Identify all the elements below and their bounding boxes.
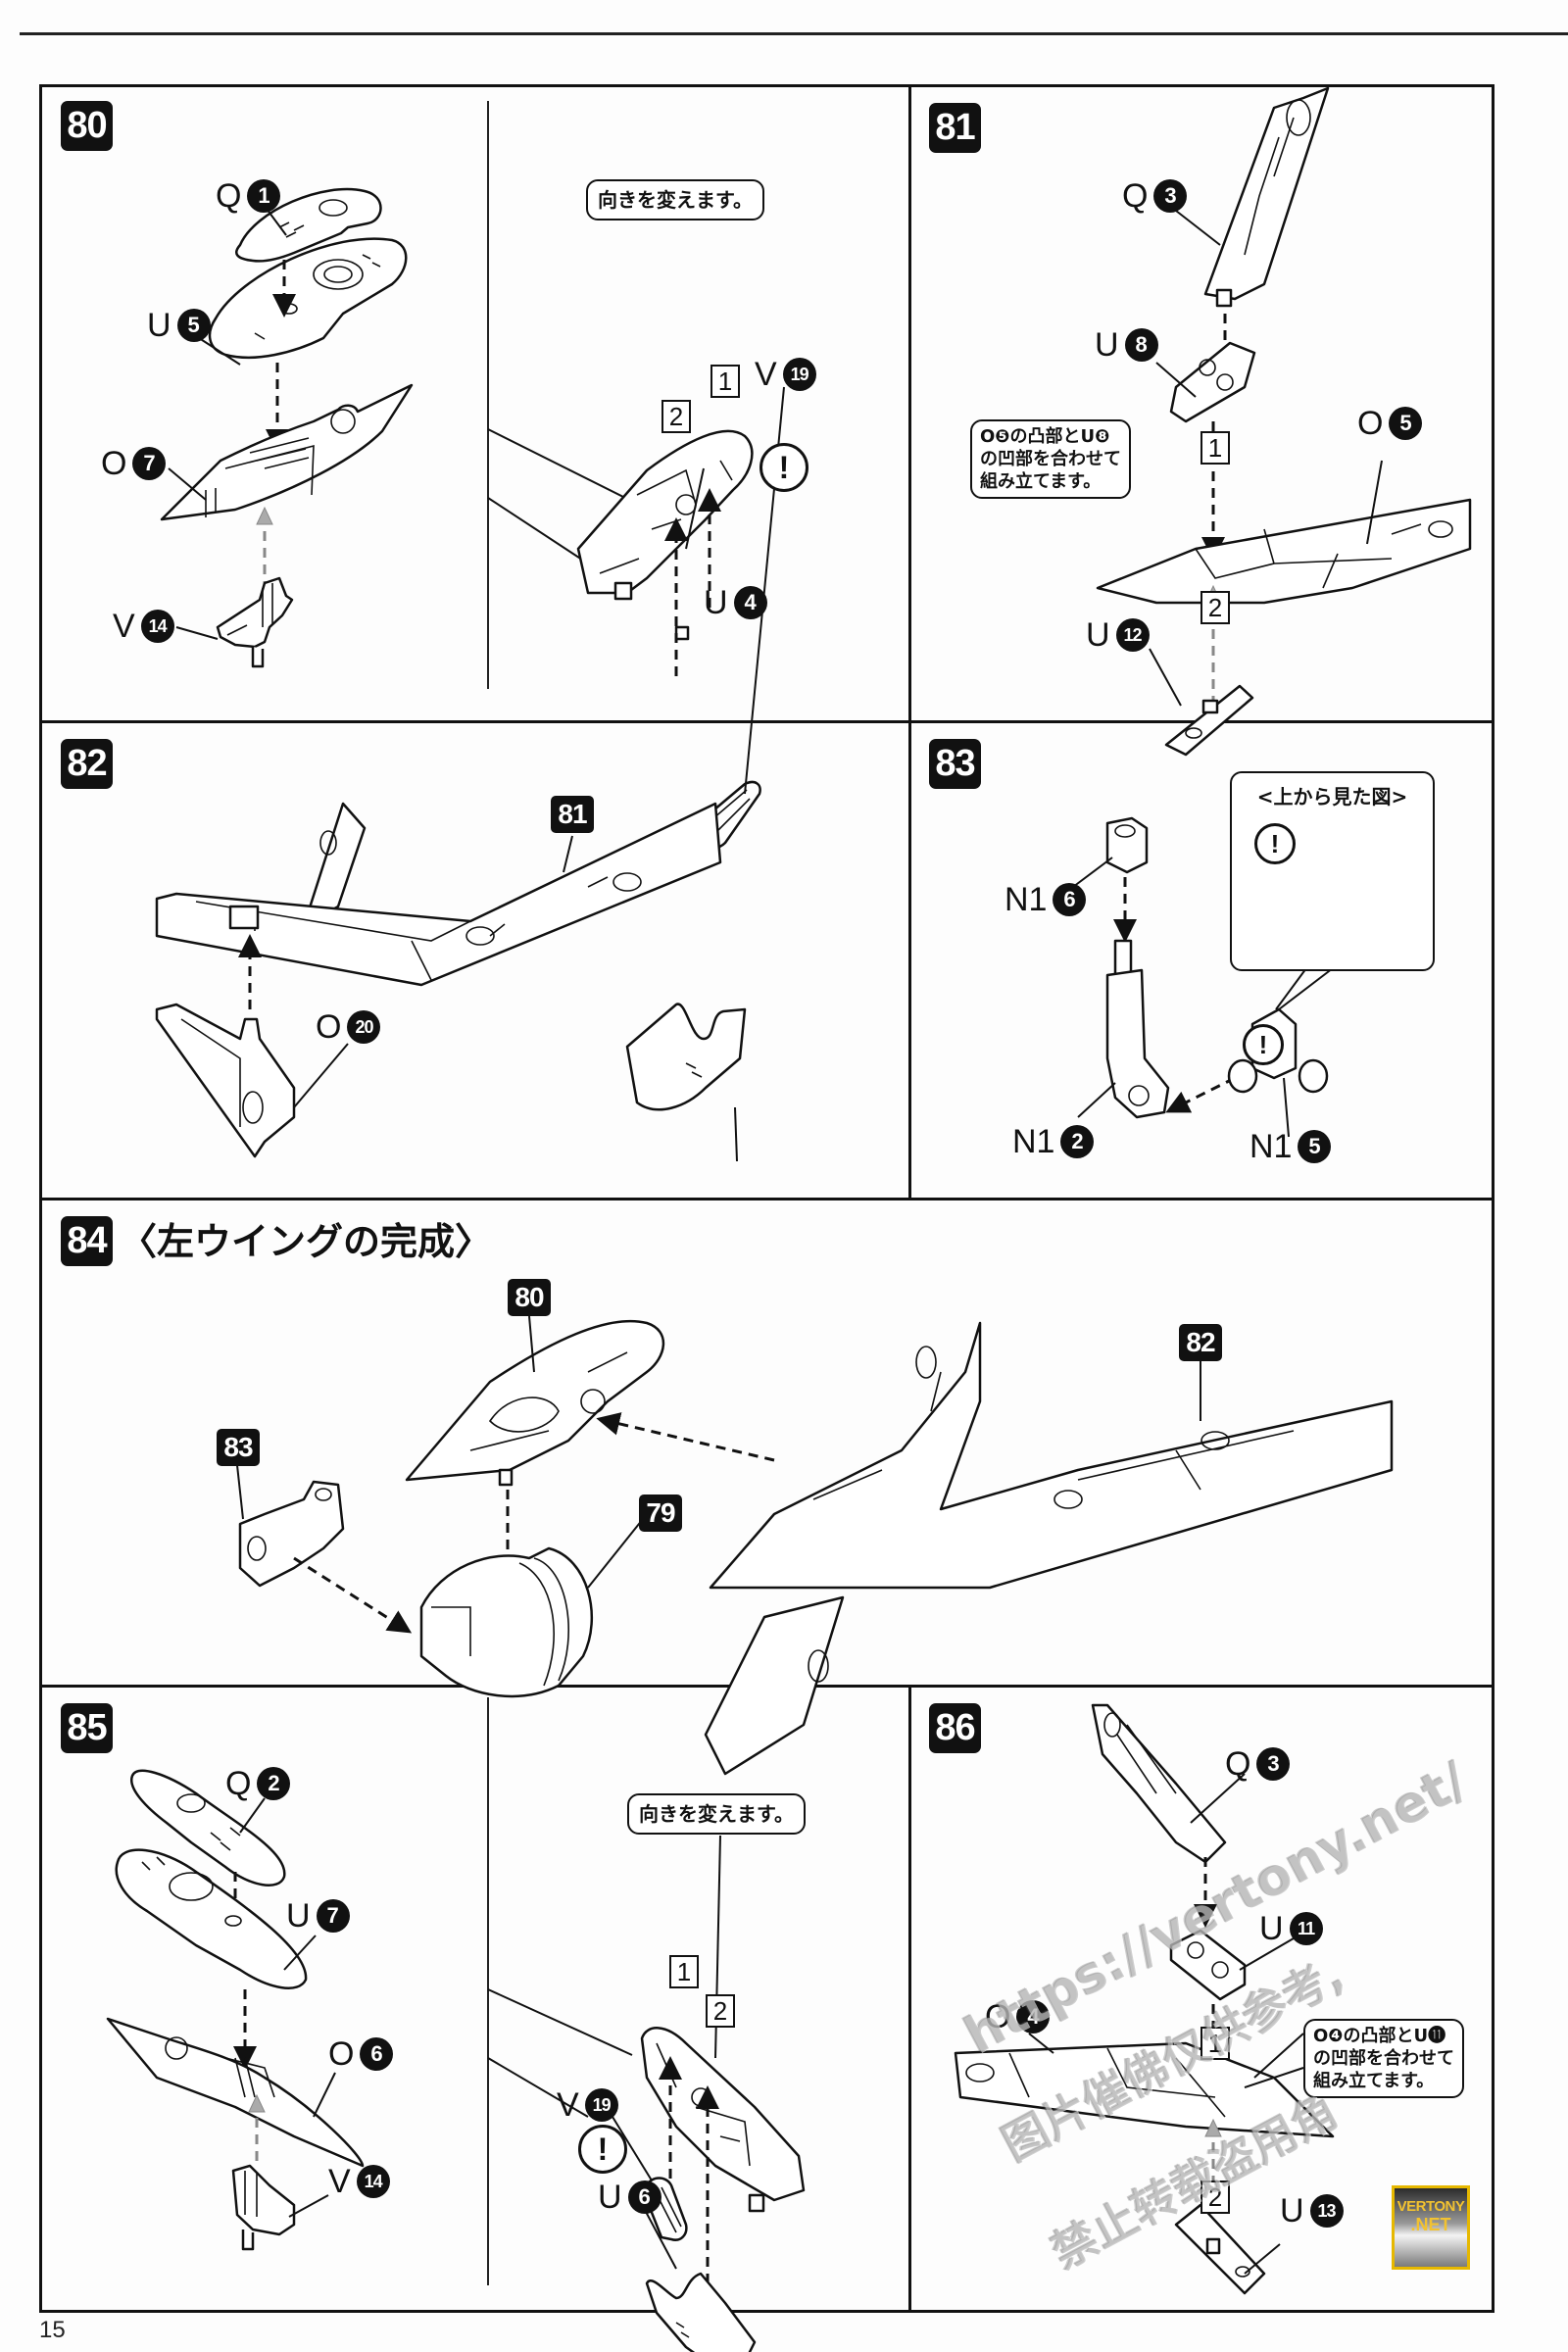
order-box-2-85: 2 [706,1994,735,2028]
caution-icon-80: ! [760,443,808,492]
order-box-2-86: 2 [1200,2180,1230,2214]
row-divider-3 [39,1685,1494,1688]
step-badge-83: 83 [929,739,981,789]
row-divider-1 [39,720,1494,723]
top-view-inset: <上から見た図> [1230,771,1435,971]
step-badge-80: 80 [61,101,113,151]
logo-line-2: .NET [1410,2215,1451,2234]
order-box-1-85: 1 [669,1955,699,1988]
col-divider-row2 [908,720,911,1199]
top-rule [20,32,1568,35]
order-box-1-86: 1 [1200,2027,1230,2060]
callout-change-orientation-80: 向きを変えます。 [586,179,764,220]
caution-icon-85: ! [578,2125,627,2174]
order-box-2-81: 2 [1200,591,1230,624]
callout-align-81: O❺の凸部とU❽ の凹部を合わせて 組み立てます。 [970,419,1131,499]
col-divider-row1 [908,84,911,721]
order-box-1-80: 1 [710,365,740,398]
col-divider-row4 [908,1685,911,2313]
step-badge-85: 85 [61,1703,113,1753]
callout-align-86: O❹の凸部とU⓫ の凹部を合わせて 組み立てます。 [1303,2019,1464,2098]
ref-tag-80: 80 [508,1279,551,1316]
top-view-inset-title: <上から見た図> [1256,785,1408,808]
step80-subdivider [487,101,489,689]
caution-icon-83-inset: ! [1254,823,1296,864]
ref-tag-83: 83 [217,1429,260,1466]
step-badge-81: 81 [929,103,981,153]
vertony-logo: VERTONY .NET [1392,2185,1470,2270]
step-badge-84: 84 [61,1216,113,1266]
caution-icon-83: ! [1243,1024,1284,1065]
order-box-1-81: 1 [1200,431,1230,465]
ref-tag-79: 79 [639,1494,682,1532]
row-divider-2 [39,1198,1494,1200]
logo-line-1: VERTONY [1396,2198,1465,2215]
step-badge-86: 86 [929,1703,981,1753]
page-number: 15 [39,2317,66,2343]
order-box-2-80: 2 [662,400,691,433]
step-84-title: 〈左ウイングの完成〉 [120,1220,493,1263]
ref-tag-82: 82 [1179,1324,1222,1361]
step85-subdivider [487,1697,489,2285]
callout-change-orientation-85: 向きを変えます。 [627,1793,806,1835]
step-badge-82: 82 [61,739,113,789]
ref-tag-81: 81 [551,796,594,833]
